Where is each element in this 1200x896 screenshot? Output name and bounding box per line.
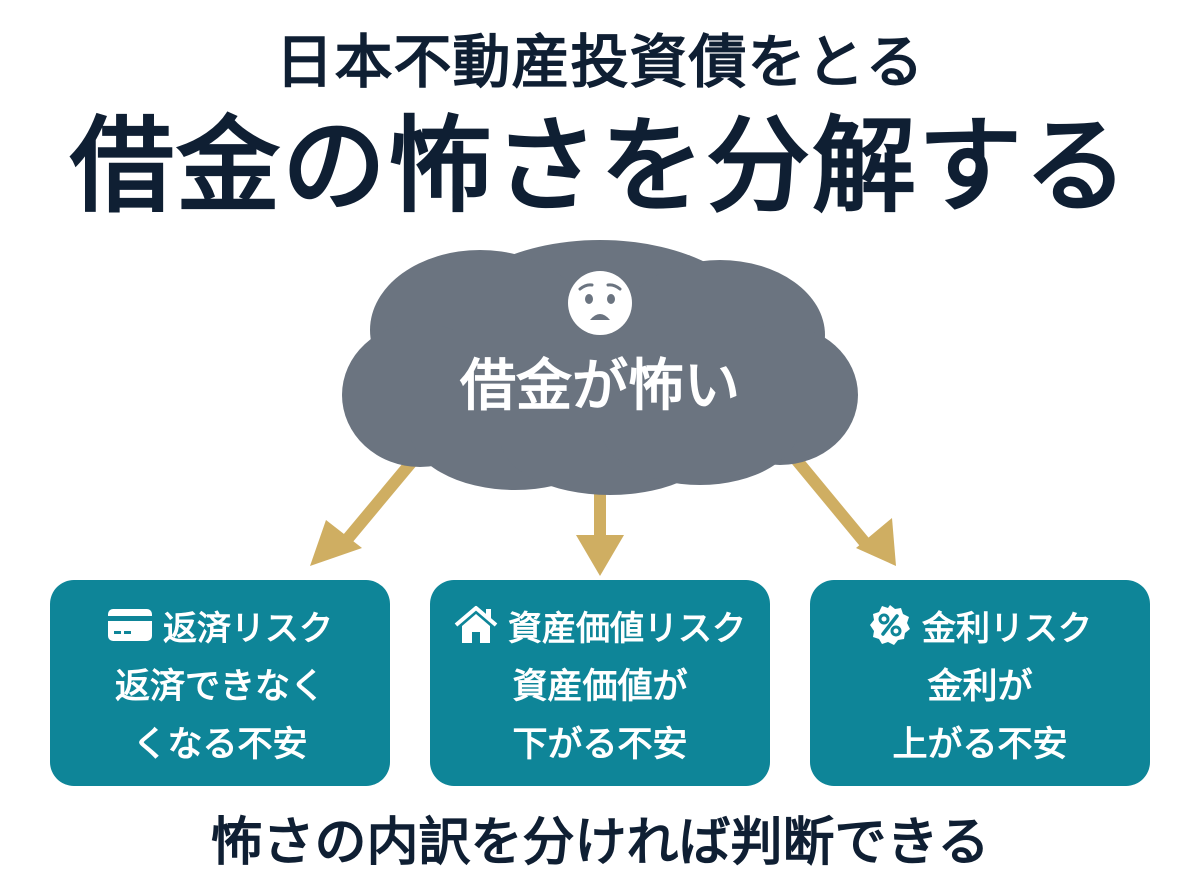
arrow-center-head	[576, 535, 624, 576]
house-icon	[454, 606, 498, 643]
percent-badge-icon	[870, 605, 910, 645]
page-title: 借金の怖さを分解する	[69, 105, 1130, 227]
card-line: 金利が	[927, 667, 1033, 707]
card-asset-value-risk: 資産価値リスク 資産価値が 下がる不安	[430, 580, 770, 786]
card-description: 資産価値が 下がる不安	[430, 658, 770, 774]
card-title: 資産価値リスク	[508, 608, 746, 649]
card-description: 返済できなく くなる不安	[50, 658, 390, 774]
card-line: くなる不安	[132, 725, 308, 765]
card-header: 返済リスク	[50, 600, 390, 650]
card-title: 返済リスク	[163, 608, 333, 649]
cloud-shape	[342, 240, 858, 495]
card-line: 資産価値が	[512, 667, 688, 707]
card-interest-rate-risk: 金利リスク 金利が 上がる不安	[810, 580, 1150, 786]
arrow-right-head	[856, 518, 896, 566]
card-line: 下がる不安	[512, 725, 688, 765]
worried-face-icon	[568, 271, 632, 335]
cloud-label: 借金が怖い	[460, 354, 740, 419]
card-header: 資産価値リスク	[430, 600, 770, 650]
credit-card-icon	[108, 609, 152, 641]
footer-conclusion: 怖さの内訳を分ければ判断できる	[210, 813, 990, 873]
card-line: 返済できなく	[114, 667, 325, 707]
card-repayment-risk: 返済リスク 返済できなく くなる不安	[50, 580, 390, 786]
card-title: 金利リスク	[922, 608, 1092, 649]
subtitle: 日本不動産投資債をとる	[275, 28, 925, 96]
card-header: 金利リスク	[810, 600, 1150, 650]
arrow-left-head	[310, 520, 362, 566]
card-line: 上がる不安	[892, 725, 1068, 765]
card-description: 金利が 上がる不安	[810, 658, 1150, 774]
